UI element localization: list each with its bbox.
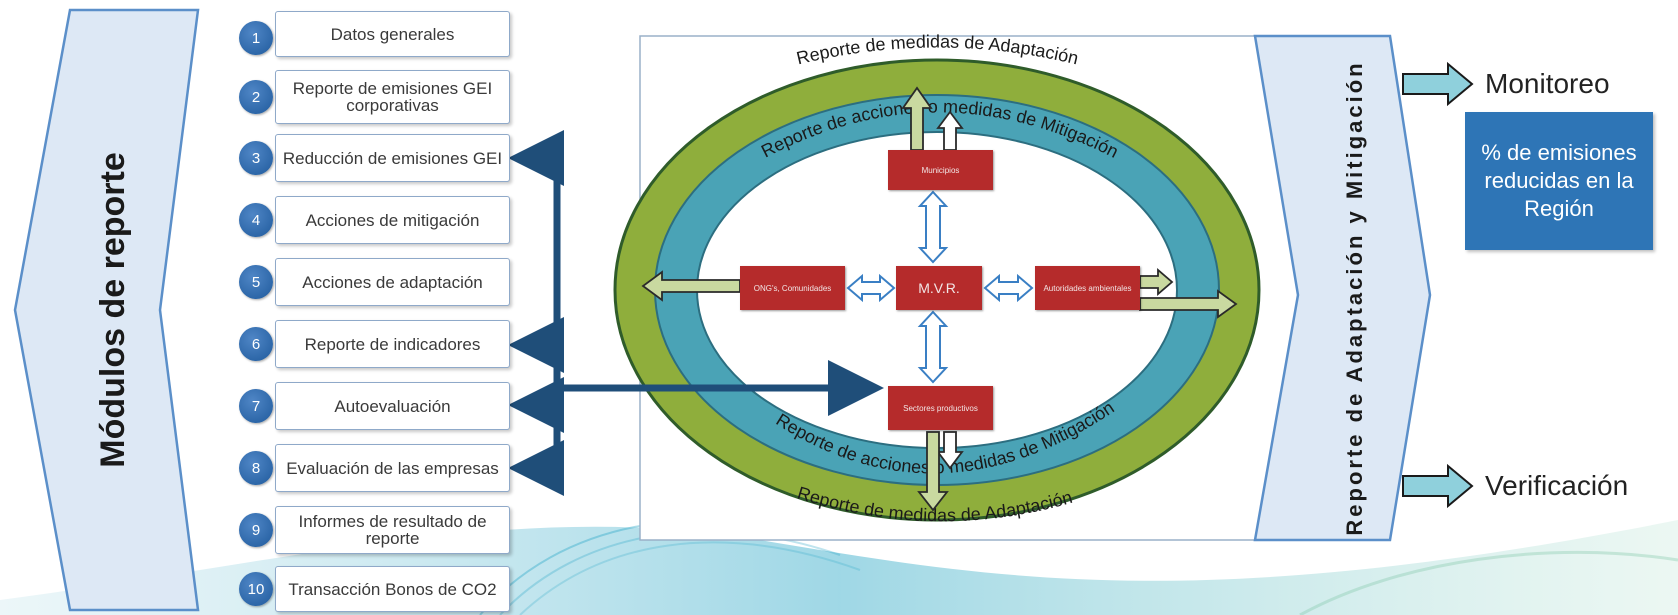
mvr-box-left: ONG's, Comunidades — [740, 266, 845, 310]
arrow-right-mitigation — [1139, 268, 1174, 296]
module-number-badge: 1 — [239, 21, 273, 55]
verification-label: Verificación — [1485, 470, 1629, 501]
monitoring-label: Monitoreo — [1485, 68, 1610, 99]
kpi-box: % de emisiones reducidas en la Región — [1465, 112, 1653, 250]
module-number-badge: 9 — [239, 513, 273, 547]
module-number-badge: 3 — [239, 141, 273, 175]
module-number-badge: 5 — [239, 265, 273, 299]
arrow-down-mitigation — [936, 431, 964, 470]
arrow-to-monitoring — [1402, 61, 1474, 107]
arrow-up-adaptation — [901, 86, 933, 151]
arrow-down-adaptation — [917, 431, 949, 512]
module-number-badge: 10 — [239, 572, 273, 606]
module-item-reporte-emisiones[interactable]: Reporte de emisiones GEI corporativas — [275, 70, 510, 124]
module-number-badge: 6 — [239, 327, 273, 361]
module-item-autoevaluacion[interactable]: Autoevaluación — [275, 382, 510, 430]
arrow-up-mitigation — [936, 110, 964, 151]
module-number-badge: 4 — [239, 203, 273, 237]
arrow-right-adaptation — [1139, 289, 1238, 319]
double-arrow-horizontal-right — [983, 273, 1034, 303]
mvr-box-right: Autoridades ambientales — [1035, 266, 1140, 310]
mvr-box-center: M.V.R. — [896, 266, 982, 310]
module-item-acciones-adaptacion[interactable]: Acciones de adaptación — [275, 258, 510, 306]
left-chevron-shape — [13, 8, 200, 612]
module-item-evaluacion-empresas[interactable]: Evaluación de las empresas — [275, 444, 510, 492]
double-arrow-horizontal-left — [846, 273, 896, 303]
module-item-acciones-mitigacion[interactable]: Acciones de mitigación — [275, 196, 510, 244]
module-item-datos-generales[interactable]: Datos generales — [275, 11, 510, 57]
arrow-left-adaptation — [641, 270, 741, 302]
left-chevron-title: Módulos de reporte — [94, 152, 132, 467]
module-item-reduccion-emisiones[interactable]: Reducción de emisiones GEI — [275, 134, 510, 182]
module-number-badge: 8 — [239, 451, 273, 485]
right-chevron-title: Reporte de Adaptación y Mitigación — [1342, 60, 1367, 535]
double-arrow-vertical-top — [917, 190, 949, 264]
right-chevron-shape — [1253, 34, 1432, 542]
module-number-badge: 7 — [239, 389, 273, 423]
module-item-reporte-indicadores[interactable]: Reporte de indicadores — [275, 320, 510, 368]
module-item-transaccion-bonos[interactable]: Transacción Bonos de CO2 — [275, 566, 510, 612]
module-connector — [508, 130, 884, 496]
arrow-to-verification — [1402, 463, 1474, 509]
module-number-badge: 2 — [239, 80, 273, 114]
mvr-box-top: Municipios — [888, 150, 993, 190]
double-arrow-vertical-bottom — [917, 310, 949, 384]
mvr-box-bottom: Sectores productivos — [888, 386, 993, 430]
module-item-informes-resultado[interactable]: Informes de resultado de reporte — [275, 506, 510, 554]
